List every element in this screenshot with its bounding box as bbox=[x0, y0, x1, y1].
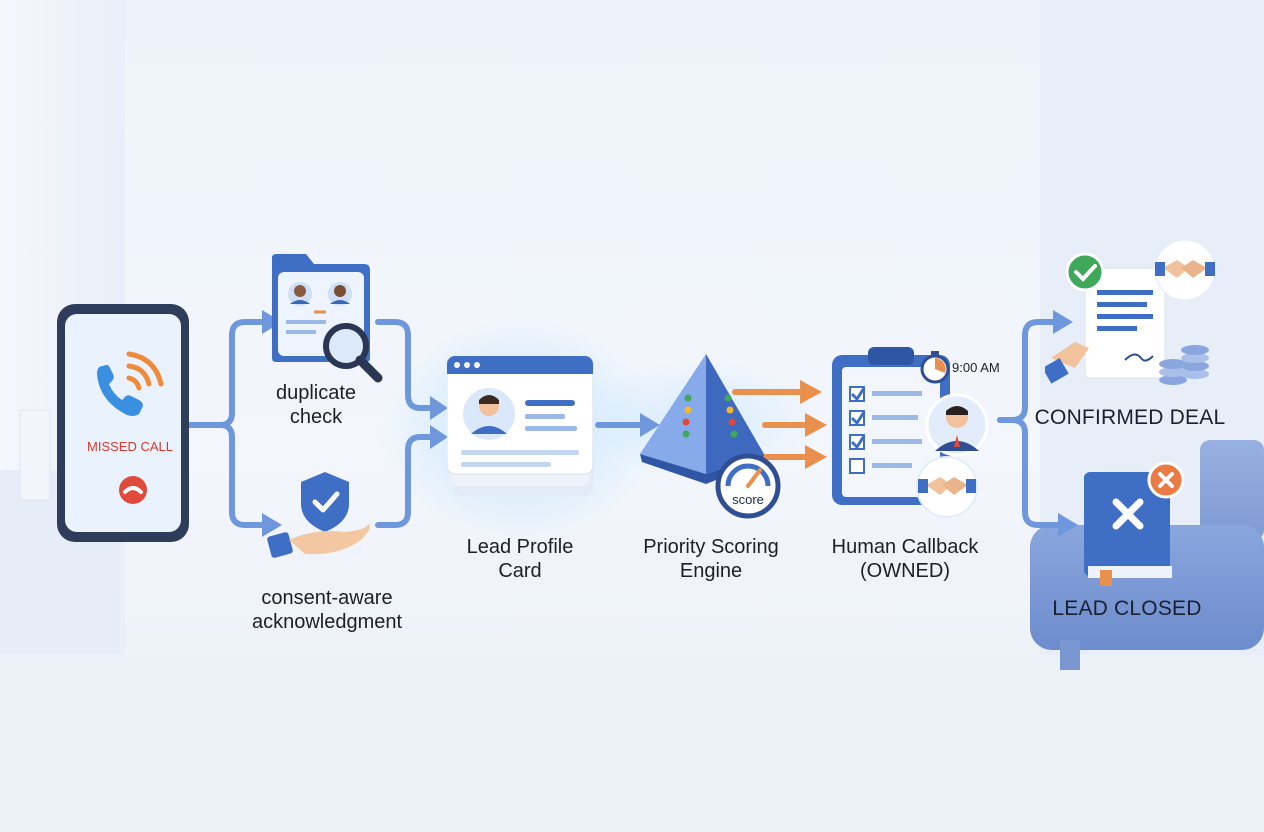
lead-profile-card bbox=[446, 355, 597, 506]
gauge-icon bbox=[715, 453, 781, 519]
human-callback-label: Human Callback (OWNED) bbox=[815, 535, 995, 583]
consent-node bbox=[265, 470, 375, 570]
human-callback-node: 9:00 AM bbox=[832, 345, 1002, 520]
duplicate-label-line1: duplicate bbox=[275, 382, 357, 404]
profile-label-line2: Card bbox=[498, 560, 542, 582]
shield-check-icon bbox=[301, 472, 349, 532]
book-icon bbox=[1084, 472, 1172, 586]
consent-label-line2: acknowledgment bbox=[251, 611, 403, 633]
connector-phone-consent bbox=[187, 422, 265, 528]
scoring-label-line1: Priority Scoring bbox=[643, 536, 779, 558]
handshake-icon bbox=[1154, 239, 1216, 301]
gauge-text: score bbox=[732, 492, 764, 507]
confirmed-deal-label: CONFIRMED DEAL bbox=[1034, 406, 1226, 429]
callback-label-line1: Human Callback bbox=[831, 536, 979, 558]
scoring-label-line2: Engine bbox=[679, 560, 743, 582]
confirmed-deal-node bbox=[1042, 238, 1225, 398]
profile-label-line1: Lead Profile bbox=[466, 536, 574, 558]
hand-icon bbox=[267, 524, 370, 558]
callback-label-line2: (OWNED) bbox=[860, 560, 950, 582]
hand-icon bbox=[1042, 342, 1089, 384]
duplicate-check-label: duplicate check bbox=[256, 381, 376, 429]
agent-avatar-icon bbox=[925, 393, 989, 457]
lead-closed-node bbox=[1080, 461, 1190, 587]
consent-label: consent-aware acknowledgment bbox=[232, 586, 422, 634]
connector-consent-profile bbox=[375, 434, 435, 528]
priority-scoring-label: Priority Scoring Engine bbox=[626, 535, 796, 583]
stopwatch-icon bbox=[920, 351, 950, 384]
lead-closed-label: LEAD CLOSED bbox=[1052, 597, 1202, 620]
missed-call-phone: MISSED CALL bbox=[55, 302, 195, 547]
missed-call-icon bbox=[97, 351, 164, 416]
magnifier-icon bbox=[323, 323, 383, 383]
missed-call-text: MISSED CALL bbox=[87, 439, 173, 454]
duplicate-check-node bbox=[268, 250, 388, 390]
lead-profile-label: Lead Profile Card bbox=[445, 535, 595, 583]
consent-label-line1: consent-aware bbox=[261, 587, 393, 609]
connector-callback-closed bbox=[997, 417, 1063, 528]
callback-time: 9:00 AM bbox=[952, 360, 1000, 375]
phone-icon bbox=[57, 304, 189, 542]
handshake-icon bbox=[916, 456, 978, 518]
connector-duplicate-profile bbox=[375, 319, 435, 411]
profile-card-icon bbox=[446, 355, 594, 496]
close-badge-icon bbox=[1147, 461, 1185, 499]
clipboard-checklist-icon bbox=[832, 347, 950, 505]
priority-scoring-engine: score bbox=[636, 352, 786, 522]
duplicate-label-line2: check bbox=[289, 406, 343, 428]
connector-phone-duplicate bbox=[187, 319, 265, 428]
check-badge-icon bbox=[1065, 252, 1105, 292]
contract-icon bbox=[1084, 267, 1166, 379]
coins-icon bbox=[1159, 345, 1209, 385]
